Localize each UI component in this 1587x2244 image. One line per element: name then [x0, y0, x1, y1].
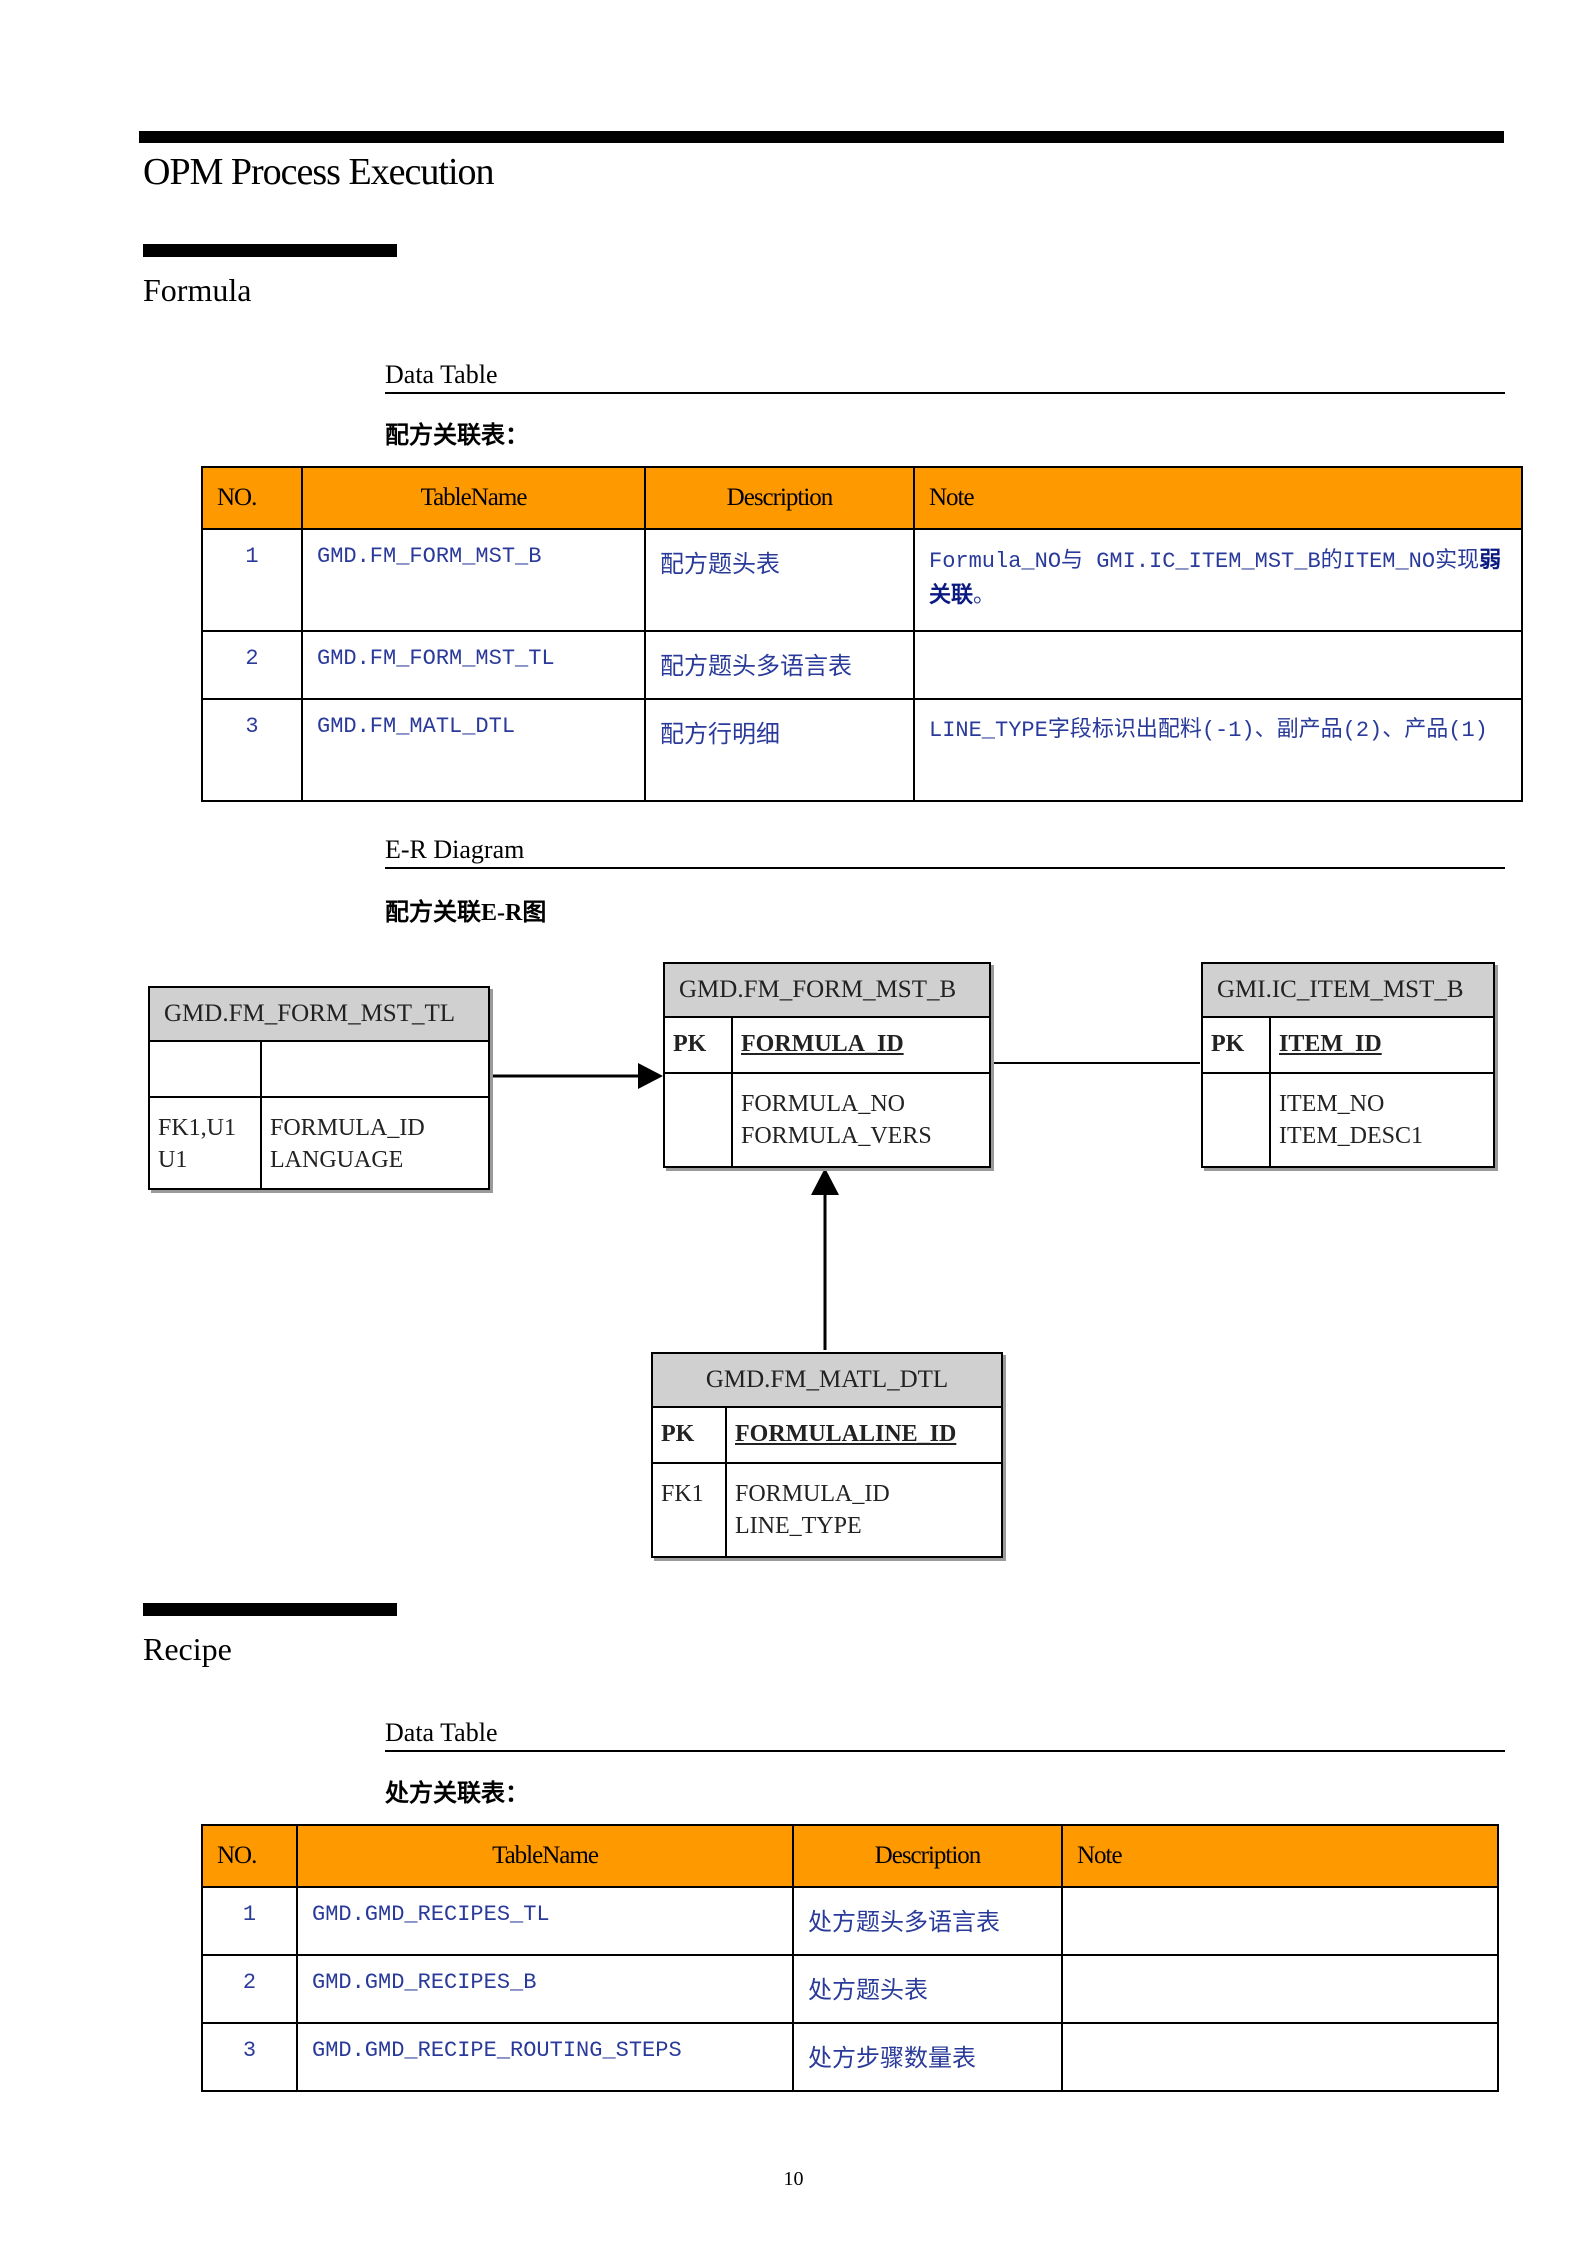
- row-description: 处方题头多语言表: [792, 1886, 1063, 1956]
- tl-to-mst-arrowhead: [638, 1063, 663, 1089]
- column-header-description: Description: [644, 466, 915, 530]
- row-no: 3: [201, 2022, 298, 2092]
- table-row: 1 GMD.GMD_RECIPES_TL 处方题头多语言表: [201, 1886, 1499, 1956]
- entity-fm-form-mst-b: GMD.FM_FORM_MST_B PK FORMULA_ID FORMULA_…: [663, 962, 991, 1168]
- entity-ic-item-mst-b: GMI.IC_ITEM_MST_B PK ITEM_ID ITEM_NO ITE…: [1201, 962, 1495, 1168]
- formula-section-bar: [143, 244, 397, 257]
- entity-fields: FORMULA_NO FORMULA_VERS: [741, 1091, 932, 1149]
- recipe-data-table-caption: 处方关联表：: [385, 1781, 529, 1807]
- row-description: 配方题头多语言表: [644, 630, 915, 700]
- entity-pk-field: FORMULA_ID: [741, 1031, 904, 1057]
- entity-fields: FORMULA_ID LINE_TYPE: [735, 1481, 890, 1539]
- row-description: 处方题头表: [792, 1954, 1063, 2024]
- column-header-no: NO.: [201, 466, 303, 530]
- column-header-note: Note: [1061, 1824, 1499, 1888]
- row-no: 3: [201, 698, 303, 802]
- formula-data-table: NO. TableName Description Note 1 GMD.FM_…: [201, 466, 1523, 802]
- entity-key-cell: [1203, 1074, 1271, 1166]
- row-note-text: Formula_NO与 GMI.IC_ITEM_MST_B的ITEM_NO实现: [929, 549, 1480, 574]
- entity-field-row: FK1 FORMULA_ID LINE_TYPE: [653, 1464, 1001, 1556]
- entity-pk-field: FORMULALINE_ID: [735, 1421, 957, 1447]
- table-header-row: NO. TableName Description Note: [201, 1824, 1499, 1888]
- table-row: 2 GMD.GMD_RECIPES_B 处方题头表: [201, 1954, 1499, 2024]
- row-note: [1061, 1886, 1499, 1956]
- entity-key-row: [150, 1042, 488, 1098]
- entity-pk-label: PK: [1203, 1018, 1271, 1072]
- column-header-tablename: TableName: [301, 466, 646, 530]
- entity-pk-row: PK ITEM_ID: [1203, 1018, 1493, 1074]
- column-header-description: Description: [792, 1824, 1063, 1888]
- row-note-end: 。: [973, 584, 996, 609]
- entity-key-cell: [150, 1042, 262, 1096]
- er-diagram-heading: E-R Diagram: [385, 835, 1505, 869]
- row-description: 配方题头表: [644, 528, 915, 632]
- row-table-name: GMD.GMD_RECIPE_ROUTING_STEPS: [296, 2022, 794, 2092]
- row-description: 配方行明细: [644, 698, 915, 802]
- entity-name: GMD.FM_MATL_DTL: [653, 1354, 1001, 1408]
- row-no: 2: [201, 630, 303, 700]
- page-number: 10: [783, 2168, 804, 2190]
- recipe-data-table: NO. TableName Description Note 1 GMD.GMD…: [201, 1824, 1499, 2092]
- row-note: LINE_TYPE字段标识出配料(-1)、副产品(2)、产品(1): [913, 698, 1523, 802]
- row-note: [1061, 1954, 1499, 2024]
- column-header-note: Note: [913, 466, 1523, 530]
- entity-fields: ITEM_NO ITEM_DESC1: [1279, 1091, 1423, 1149]
- page-title: OPM Process Execution: [143, 151, 495, 193]
- formula-data-table-heading: Data Table: [385, 360, 1505, 394]
- entity-pk-label: PK: [653, 1408, 727, 1462]
- row-note: [1061, 2022, 1499, 2092]
- row-note-emphasis: 弱关联: [929, 548, 1502, 608]
- row-table-name: GMD.GMD_RECIPES_B: [296, 1954, 794, 2024]
- formula-section-title: Formula: [143, 272, 252, 308]
- table-row: 2 GMD.FM_FORM_MST_TL 配方题头多语言表: [201, 630, 1523, 700]
- recipe-section-title: Recipe: [143, 1631, 232, 1667]
- er-diagram-caption: 配方关联E-R图: [385, 900, 547, 926]
- table-row: 3 GMD.FM_MATL_DTL 配方行明细 LINE_TYPE字段标识出配料…: [201, 698, 1523, 802]
- entity-pk-row: PK FORMULA_ID: [665, 1018, 989, 1074]
- top-rule: [139, 131, 1504, 143]
- table-header-row: NO. TableName Description Note: [201, 466, 1523, 530]
- column-header-tablename: TableName: [296, 1824, 794, 1888]
- entity-pk-field: ITEM_ID: [1279, 1031, 1382, 1057]
- entity-key-labels: FK1,U1 U1: [150, 1098, 262, 1188]
- recipe-section-bar: [143, 1603, 397, 1616]
- row-no: 2: [201, 1954, 298, 2024]
- row-description: 处方步骤数量表: [792, 2022, 1063, 2092]
- row-table-name: GMD.GMD_RECIPES_TL: [296, 1886, 794, 1956]
- entity-field-row: ITEM_NO ITEM_DESC1: [1203, 1074, 1493, 1166]
- entity-pk-row: PK FORMULALINE_ID: [653, 1408, 1001, 1464]
- entity-key-cell: [665, 1074, 733, 1166]
- entity-name: GMI.IC_ITEM_MST_B: [1203, 964, 1493, 1018]
- entity-fm-form-mst-tl: GMD.FM_FORM_MST_TL FK1,U1 U1 FORMULA_ID …: [148, 986, 490, 1190]
- row-note: [913, 630, 1523, 700]
- row-table-name: GMD.FM_MATL_DTL: [301, 698, 646, 802]
- table-row: 1 GMD.FM_FORM_MST_B 配方题头表 Formula_NO与 GM…: [201, 528, 1523, 632]
- entity-fk-label: FK1: [653, 1464, 727, 1556]
- entity-field-row: FORMULA_NO FORMULA_VERS: [665, 1074, 989, 1166]
- column-header-no: NO.: [201, 1824, 298, 1888]
- entity-pk-label: PK: [665, 1018, 733, 1072]
- entity-name: GMD.FM_FORM_MST_TL: [150, 988, 488, 1042]
- table-row: 3 GMD.GMD_RECIPE_ROUTING_STEPS 处方步骤数量表: [201, 2022, 1499, 2092]
- dtl-to-mst-arrowhead: [811, 1168, 839, 1195]
- row-note: Formula_NO与 GMI.IC_ITEM_MST_B的ITEM_NO实现弱…: [913, 528, 1523, 632]
- row-table-name: GMD.FM_FORM_MST_TL: [301, 630, 646, 700]
- row-no: 1: [201, 528, 303, 632]
- entity-name: GMD.FM_FORM_MST_B: [665, 964, 989, 1018]
- row-no: 1: [201, 1886, 298, 1956]
- formula-data-table-caption: 配方关联表：: [385, 423, 529, 449]
- row-table-name: GMD.FM_FORM_MST_B: [301, 528, 646, 632]
- recipe-data-table-heading: Data Table: [385, 1718, 1505, 1752]
- entity-fm-matl-dtl: GMD.FM_MATL_DTL PK FORMULALINE_ID FK1 FO…: [651, 1352, 1003, 1558]
- entity-field-row: FK1,U1 U1 FORMULA_ID LANGUAGE: [150, 1098, 488, 1188]
- entity-fields: FORMULA_ID LANGUAGE: [270, 1115, 425, 1173]
